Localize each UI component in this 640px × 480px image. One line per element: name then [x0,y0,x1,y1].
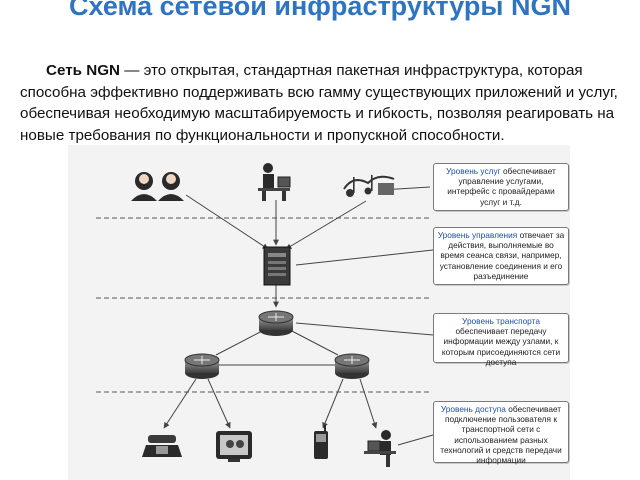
tv-icon [216,431,252,462]
server-icon [263,246,291,286]
transport-level-box: Уровень транспорта обеспечивает передачу… [433,313,569,367]
access-level-box: Уровень доступа обеспечивает подключение… [433,401,569,466]
intro-lead: Сеть [46,62,82,79]
intro-term: NGN [86,62,120,79]
link-transport-box [295,322,434,336]
user-workstation-icon [258,163,291,201]
link-router-left-phone [163,378,197,429]
link-music-server [285,200,367,250]
connections [163,186,434,446]
access-level-text: обеспечивает подключение пользователя к … [440,404,562,466]
music-service-icon [343,175,395,197]
telephone-icon [142,435,182,457]
services-level-text: обеспечивает управление услугами, интерф… [447,166,556,207]
intro-text: — это открытая, стандартная пакетная инф… [20,62,618,144]
link-router-top-left [215,329,265,356]
router-icon [334,353,370,379]
router-icon [258,310,294,336]
link-access-box [397,434,434,446]
control-level-text: отвечает за действия, выполняемые во вре… [439,230,565,281]
users-icon [131,172,184,201]
services-level-name: Уровень услуг [446,166,501,176]
ngn-diagram: Уровень услуг обеспечивает управление ус… [68,145,570,480]
page-title: Схема сетевой инфраструктуры NGN [69,0,571,21]
control-level-name: Уровень управления [437,230,518,240]
transport-level-name: Уровень транспорта [462,316,540,326]
router-icon [184,353,220,379]
services-level-box: Уровень услуг обеспечивает управление ус… [433,163,569,211]
transport-level-text: обеспечивает передачу информации между у… [441,326,561,367]
link-router-right-pc [359,378,378,429]
link-router-top-right [289,329,339,356]
link-router-right-mobile [322,378,344,429]
link-users-server [185,194,269,250]
link-control-box [295,249,434,266]
intro-paragraph: Сеть NGN — это открытая, стандартная пак… [20,60,625,146]
mobile-phone-icon [314,425,328,459]
pc-user-icon [364,430,396,467]
access-level-name: Уровень доступа [440,404,506,414]
control-level-box: Уровень управления отвечает за действия,… [433,227,569,285]
link-router-left-tv [207,378,231,429]
